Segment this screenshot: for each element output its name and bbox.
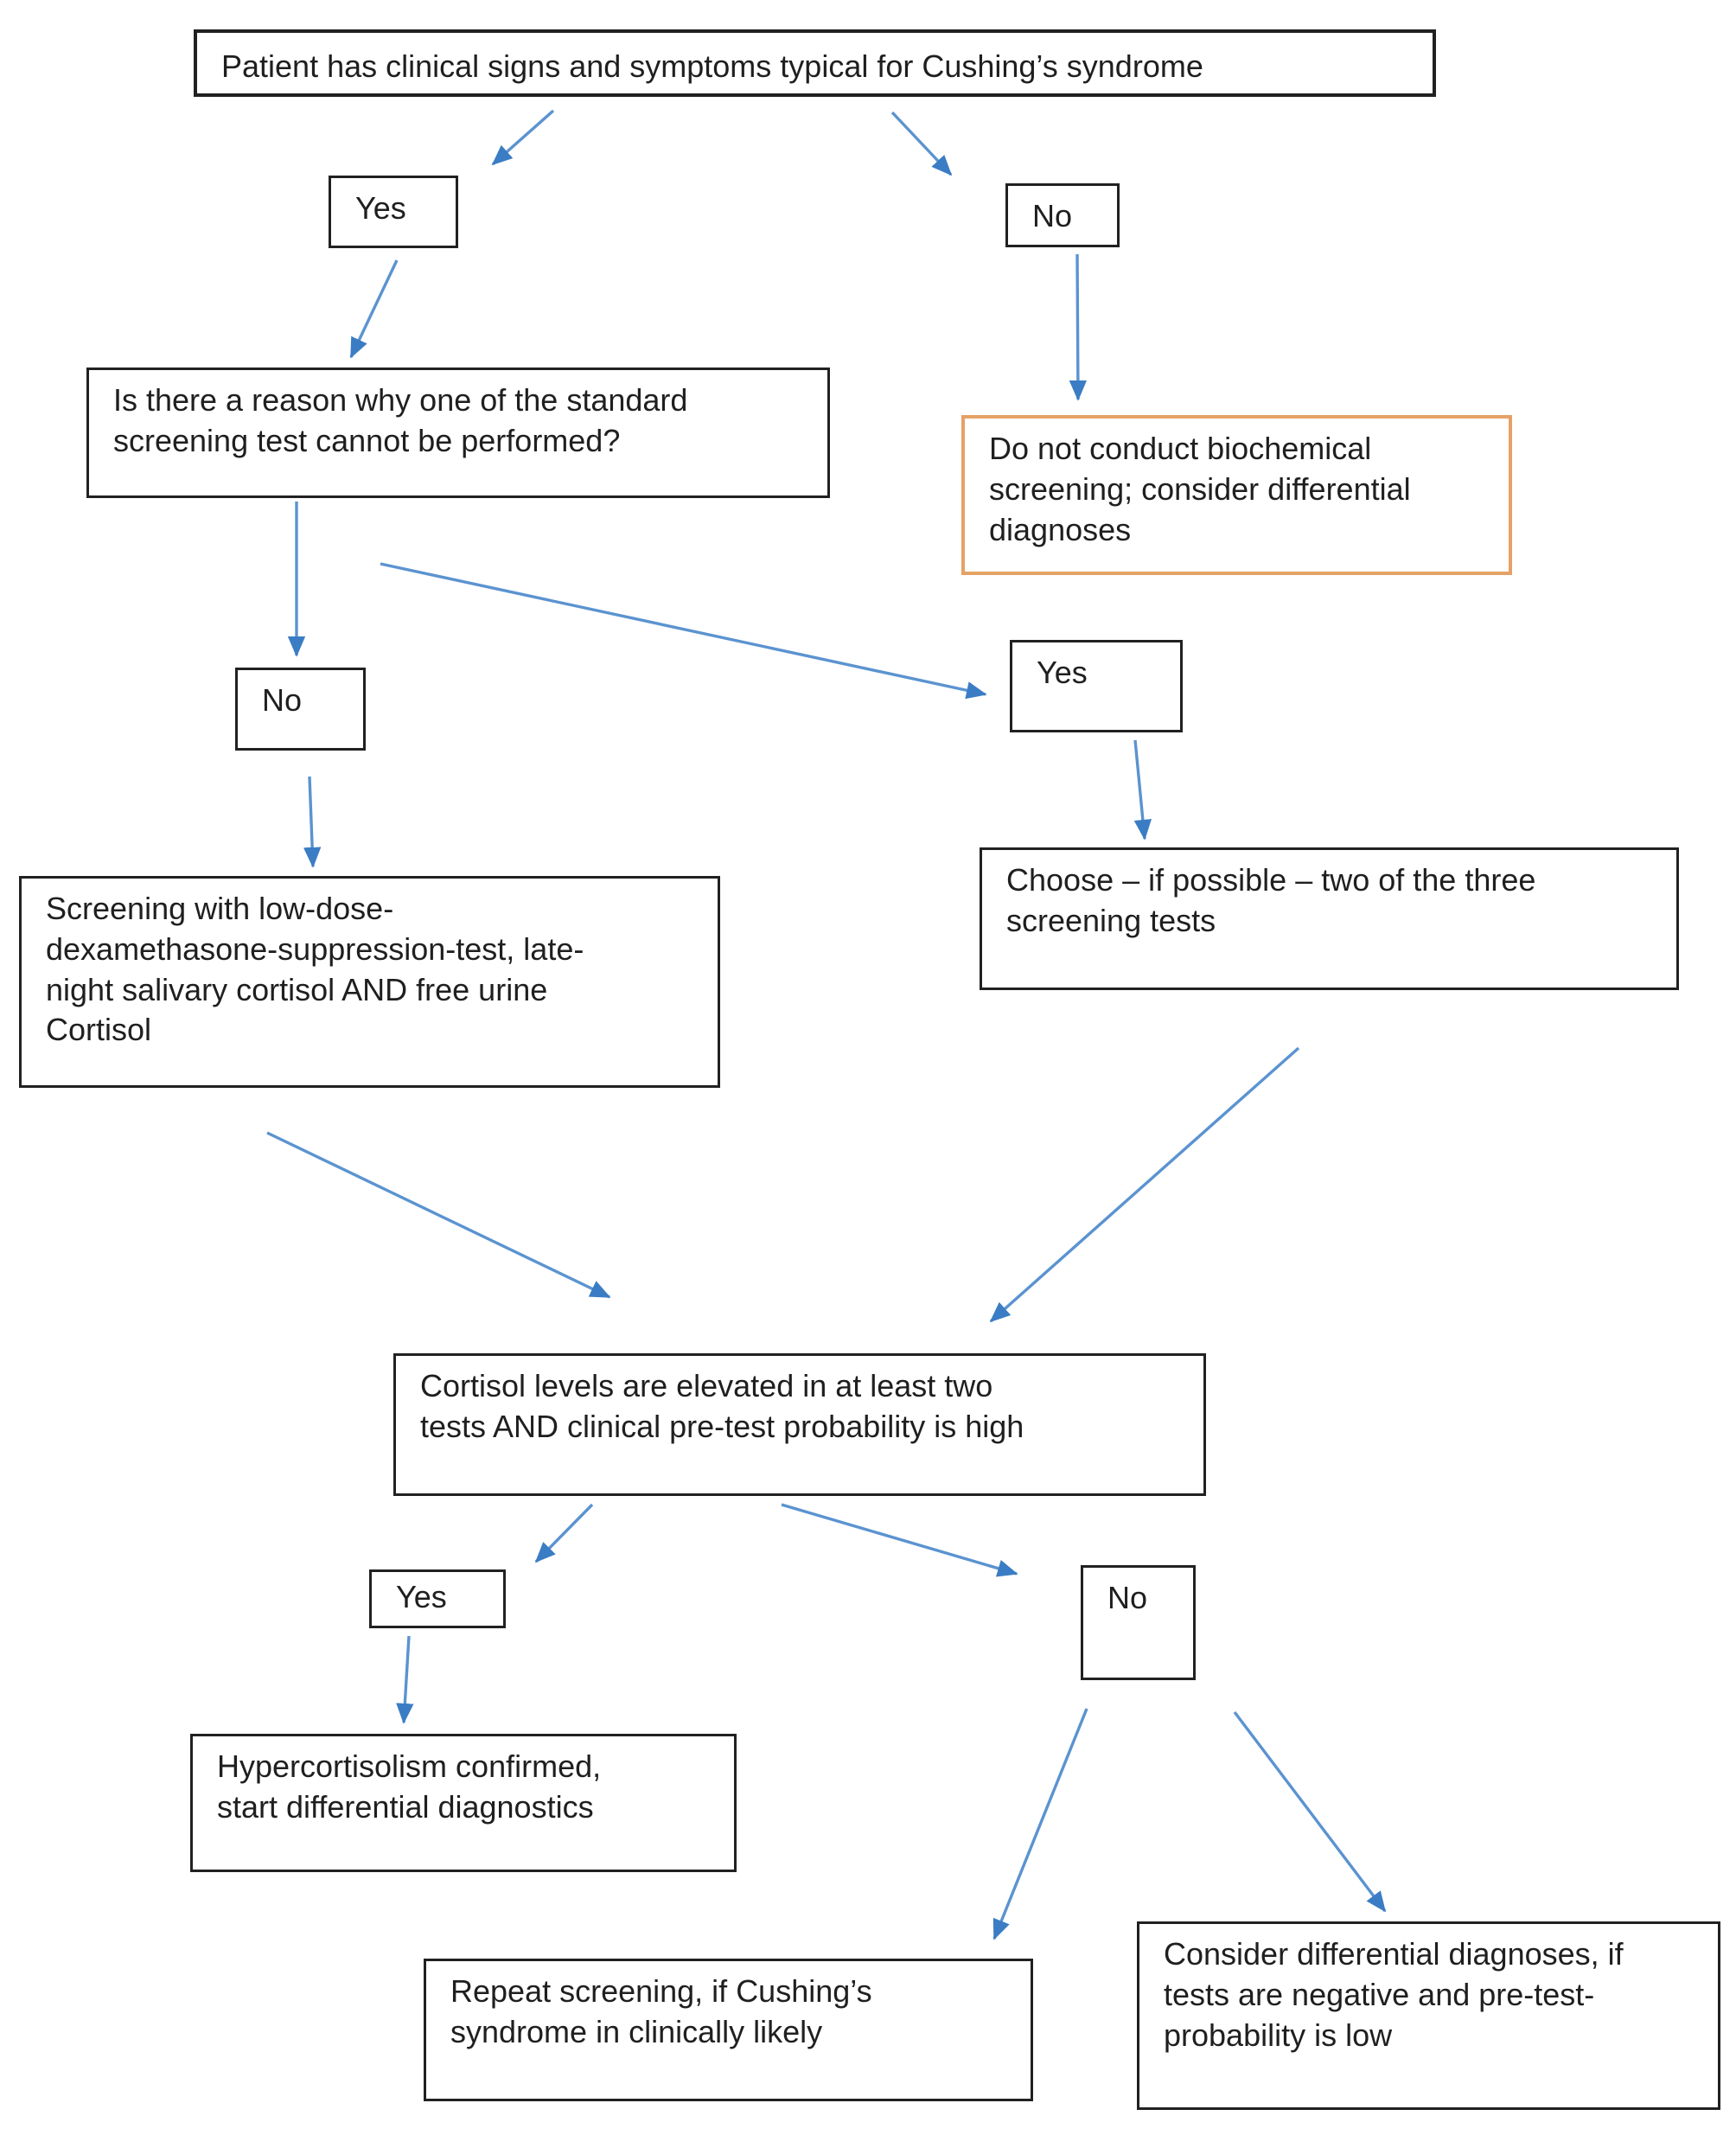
branch-no-bottom-label: No — [1107, 1580, 1148, 1615]
consider-differential-label: Consider differential diagnoses, if test… — [1164, 1936, 1624, 2053]
node-hypercortisolism-confirmed: Hypercortisolism confirmed, start differ… — [190, 1734, 737, 1872]
branch-yes-bottom-label: Yes — [396, 1579, 447, 1614]
node-consider-differential: Consider differential diagnoses, if test… — [1137, 1921, 1720, 2110]
arrow-yes-to-question — [349, 259, 399, 359]
repeat-screening-label: Repeat screening, if Cushing’s syndrome … — [450, 1973, 872, 2049]
node-full-screening: Screening with low-dose- dexamethasone-s… — [19, 876, 720, 1088]
node-start-label: Patient has clinical signs and symptoms … — [221, 48, 1203, 84]
arrow-no-bottom-to-repeat — [992, 1708, 1088, 1940]
node-screening-question: Is there a reason why one of the standar… — [86, 368, 830, 498]
arrow-yes-mid-to-choose — [1133, 739, 1152, 841]
full-screening-label: Screening with low-dose- dexamethasone-s… — [46, 891, 584, 1048]
node-repeat-screening: Repeat screening, if Cushing’s syndrome … — [424, 1959, 1033, 2101]
branch-yes-top-label: Yes — [355, 190, 406, 226]
node-branch-no-mid: No — [235, 668, 366, 751]
node-branch-yes-mid: Yes — [1010, 640, 1183, 732]
branch-yes-mid-label: Yes — [1037, 655, 1088, 690]
arrow-start-to-yes — [491, 109, 555, 166]
choose-two-tests-label: Choose – if possible – two of the three … — [1006, 862, 1536, 938]
node-branch-yes-bottom: Yes — [369, 1569, 506, 1628]
arrow-cortisol-to-yes-bottom — [534, 1503, 594, 1563]
node-no-biochemical-screening: Do not conduct biochemical screening; co… — [961, 415, 1512, 575]
screening-question-label: Is there a reason why one of the standar… — [113, 382, 688, 458]
node-branch-yes-top: Yes — [329, 176, 458, 248]
arrow-question-to-yes-mid — [380, 562, 987, 700]
no-biochemical-screening-label: Do not conduct biochemical screening; co… — [989, 431, 1411, 547]
branch-no-mid-label: No — [262, 682, 303, 718]
arrow-no-mid-to-screening — [303, 776, 322, 868]
node-branch-no-bottom: No — [1081, 1565, 1196, 1680]
node-choose-two-tests: Choose – if possible – two of the three … — [980, 847, 1679, 990]
node-cortisol-elevated: Cortisol levels are elevated in at least… — [393, 1353, 1206, 1496]
arrow-no-to-no-screening — [1069, 253, 1088, 401]
arrow-yes-bottom-to-confirmed — [396, 1635, 414, 1724]
node-branch-no-top: No — [1005, 183, 1120, 247]
arrow-screening-to-cortisol — [266, 1131, 611, 1299]
hypercortisolism-confirmed-label: Hypercortisolism confirmed, start differ… — [217, 1748, 602, 1825]
arrow-choose-to-cortisol — [989, 1046, 1300, 1323]
arrow-start-to-no — [890, 111, 953, 176]
branch-no-top-label: No — [1032, 198, 1073, 233]
cortisol-elevated-label: Cortisol levels are elevated in at least… — [420, 1368, 1024, 1444]
arrow-no-bottom-to-consider — [1233, 1710, 1387, 1913]
node-start: Patient has clinical signs and symptoms … — [194, 29, 1436, 97]
arrow-cortisol-to-no-bottom — [781, 1503, 1018, 1577]
